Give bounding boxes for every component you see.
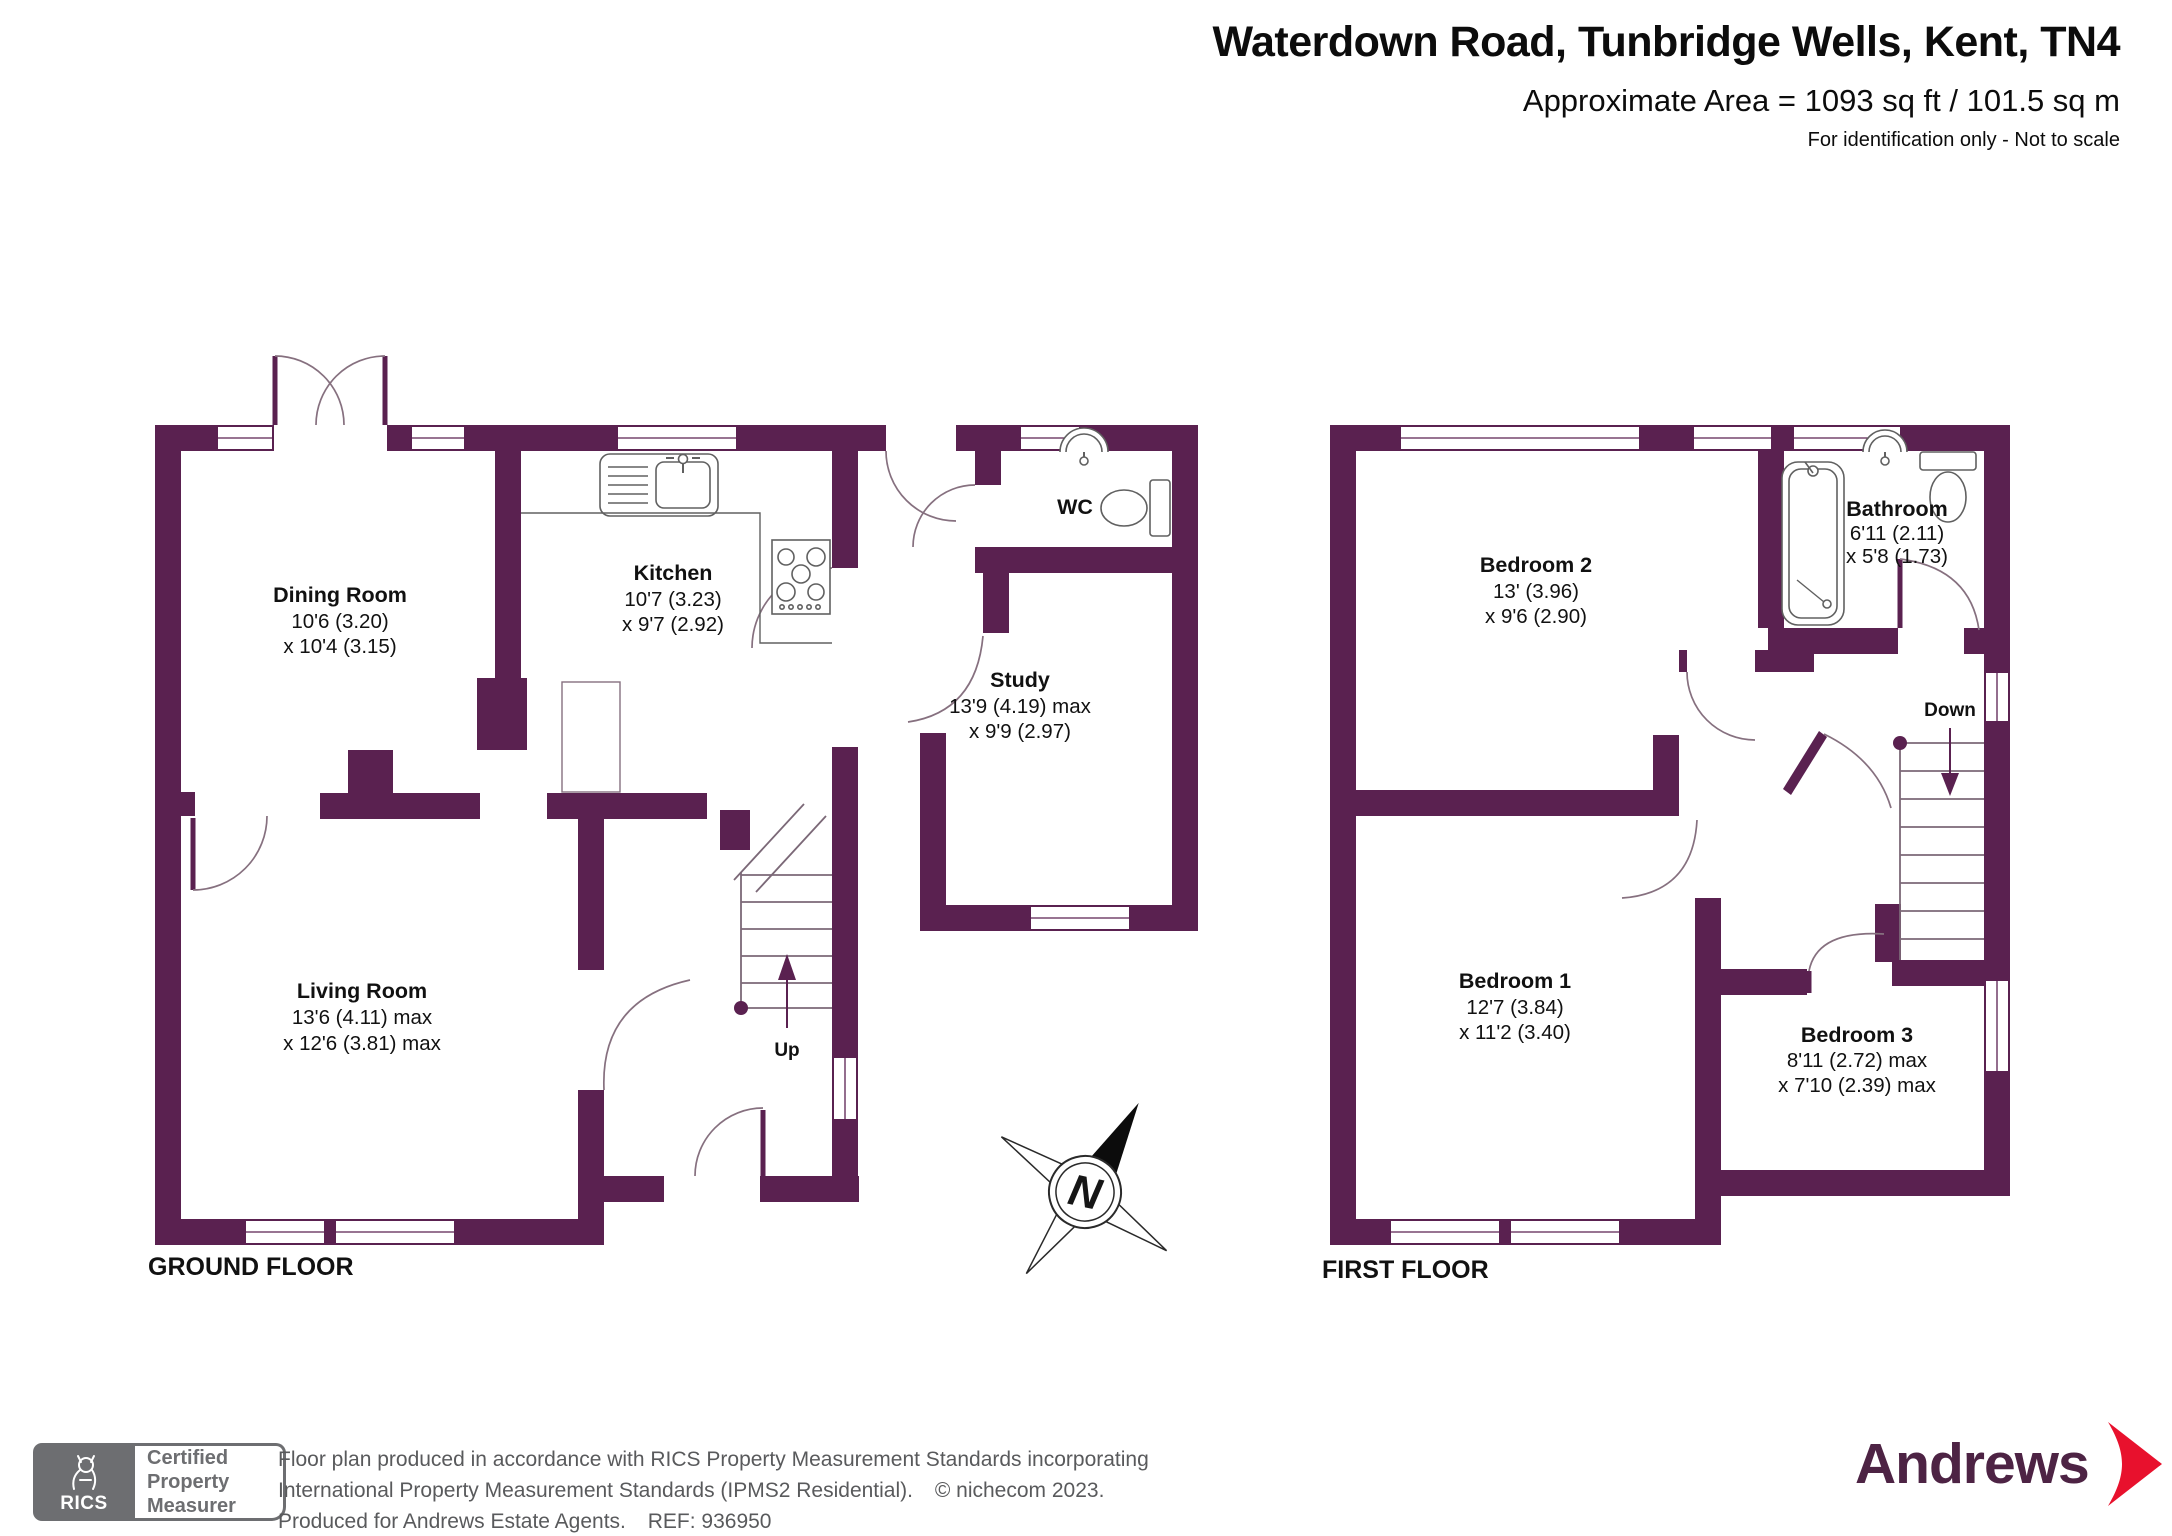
- wc-name: WC: [1057, 495, 1093, 519]
- living-room-dim2: x 12'6 (3.81) max: [283, 1032, 441, 1055]
- dining-room-dim2: x 10'4 (3.15): [283, 635, 396, 658]
- rics-brand: RICS: [60, 1493, 108, 1514]
- bathroom-name: Bathroom: [1846, 497, 1948, 521]
- rics-badge: RICS Certified Property Measurer: [33, 1443, 286, 1521]
- bedroom1-dim1: 12'7 (3.84): [1466, 996, 1563, 1019]
- first-floor-labels: Bedroom 2 13' (3.96) x 9'6 (2.90) Bathro…: [1459, 497, 1948, 1097]
- ground-floor-walls: [155, 425, 1198, 1245]
- study-name: Study: [990, 668, 1050, 692]
- rics-cert-line1: Certified: [147, 1447, 229, 1469]
- floor-plan-first: Down Bedroom 2 13' (3.96) x 9'6 (2.90): [1330, 425, 2010, 1245]
- ground-floor-label: GROUND FLOOR: [148, 1253, 354, 1281]
- approximate-area: Approximate Area = 1093 sq ft / 101.5 sq…: [1522, 83, 2120, 118]
- disclaimer: Floor plan produced in accordance with R…: [278, 1444, 1149, 1536]
- bathroom-sink-icon: [1862, 429, 1908, 466]
- kitchen-dim1: 10'7 (3.23): [624, 588, 721, 611]
- up-arrow-icon: [778, 954, 796, 980]
- bedroom1-dim2: x 11'2 (3.40): [1459, 1021, 1571, 1044]
- floor-plan-ground: Up: [155, 355, 1198, 1275]
- scale-note: For identification only - Not to scale: [1807, 129, 2120, 151]
- kitchen-counter: [521, 512, 832, 644]
- bedroom2-dim1: 13' (3.96): [1493, 580, 1579, 603]
- copyright: © nichecom 2023.: [934, 1479, 1105, 1502]
- rics-certification: Certified Property Measurer: [135, 1443, 286, 1521]
- rics-cert-line3: Measurer: [147, 1495, 236, 1517]
- ref-label: REF:: [647, 1510, 696, 1533]
- up-label: Up: [774, 1040, 799, 1061]
- hall-cupboard: [561, 681, 621, 793]
- dining-room-name: Dining Room: [273, 583, 407, 607]
- first-floor-walls: [1330, 425, 2010, 1245]
- bedroom3-dim2: x 7'10 (2.39) max: [1778, 1074, 1936, 1097]
- header: Waterdown Road, Tunbridge Wells, Kent, T…: [1212, 18, 2120, 152]
- first-floor-label: FIRST FLOOR: [1322, 1256, 1489, 1284]
- bathroom-dim2: x 5'8 (1.73): [1846, 545, 1948, 568]
- kitchen-name: Kitchen: [634, 561, 713, 585]
- bath-icon: [1781, 461, 1845, 626]
- bedroom1-name: Bedroom 1: [1459, 969, 1571, 993]
- bedroom3-dim1: 8'11 (2.72) max: [1787, 1049, 1928, 1072]
- rics-logo: RICS: [33, 1443, 135, 1521]
- living-room-dim1: 13'6 (4.11) max: [292, 1006, 433, 1029]
- wc-toilet-icon: [1100, 479, 1171, 537]
- study-dim2: x 9'9 (2.97): [969, 720, 1071, 743]
- first-floor-doors: [1621, 558, 1980, 993]
- bathroom-toilet-icon: [1919, 451, 1977, 523]
- wc-sink-icon: [1059, 427, 1109, 466]
- stairs-up: Up: [733, 803, 832, 1061]
- bathroom-dim1: 6'11 (2.11): [1850, 522, 1944, 545]
- compass-icon: N: [1000, 1102, 1168, 1275]
- stairs-down: Down: [1893, 700, 1984, 960]
- andrews-brand: Andrews: [1855, 1432, 2090, 1496]
- rics-lion-icon: [72, 1455, 97, 1490]
- andrews-logo: Andrews: [1855, 1420, 2164, 1508]
- kitchen-dim2: x 9'7 (2.92): [622, 613, 724, 636]
- ground-floor-labels: Dining Room 10'6 (3.20) x 10'4 (3.15) Ki…: [273, 495, 1093, 1055]
- bedroom2-dim2: x 9'6 (2.90): [1485, 605, 1587, 628]
- disclaimer-line2: International Property Measurement Stand…: [278, 1479, 913, 1502]
- ref-value: 936950: [701, 1510, 772, 1533]
- down-arrow-icon: [1941, 773, 1959, 796]
- disclaimer-line1: Floor plan produced in accordance with R…: [278, 1448, 1149, 1471]
- kitchen-sink-icon: [599, 453, 719, 517]
- down-label: Down: [1924, 700, 1976, 721]
- produced-for: Produced for Andrews Estate Agents.: [278, 1510, 626, 1533]
- study-dim1: 13'9 (4.19) max: [949, 695, 1092, 718]
- page-title: Waterdown Road, Tunbridge Wells, Kent, T…: [1212, 18, 2120, 66]
- rics-cert-line2: Property: [147, 1471, 230, 1493]
- bedroom3-name: Bedroom 3: [1801, 1023, 1913, 1047]
- andrews-chevron-icon: [2107, 1422, 2162, 1506]
- bedroom2-name: Bedroom 2: [1480, 553, 1592, 577]
- living-room-name: Living Room: [297, 979, 427, 1003]
- kitchen-hob-icon: [771, 539, 831, 615]
- dining-room-dim1: 10'6 (3.20): [291, 610, 388, 633]
- ground-floor-doors: [190, 355, 984, 1177]
